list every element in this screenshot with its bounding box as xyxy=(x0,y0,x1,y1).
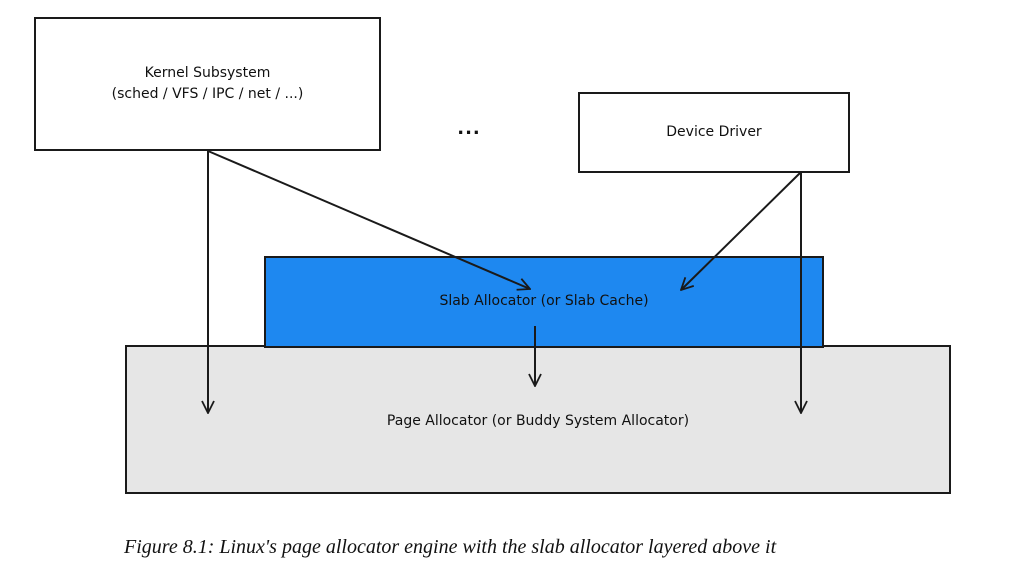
figure-caption: Figure 8.1: Linux's page allocator engin… xyxy=(124,536,777,558)
kernel-subsystem-subtitle: (sched / VFS / IPC / net / ...) xyxy=(111,86,304,102)
page-allocator-box: Page Allocator (or Buddy System Allocato… xyxy=(125,345,951,494)
kernel-subsystem-box: Kernel Subsystem (sched / VFS / IPC / ne… xyxy=(34,17,381,151)
slab-allocator-box: Slab Allocator (or Slab Cache) xyxy=(264,256,824,348)
slab-allocator-label: Slab Allocator (or Slab Cache) xyxy=(439,293,649,309)
device-driver-box: Device Driver xyxy=(578,92,850,173)
kernel-subsystem-title: Kernel Subsystem xyxy=(144,65,271,81)
device-driver-label: Device Driver xyxy=(666,124,762,140)
page-allocator-label: Page Allocator (or Buddy System Allocato… xyxy=(386,413,690,429)
more-subsystems-ellipsis: ... xyxy=(457,118,481,139)
